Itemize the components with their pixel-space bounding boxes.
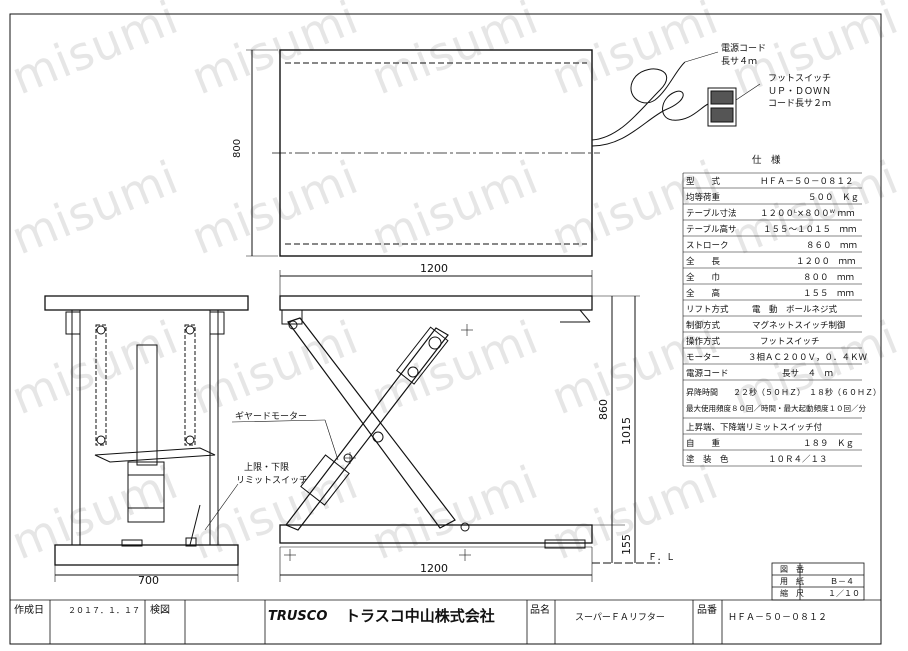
spec-note: 上昇端、下降端リミットスイッチ付 [686, 422, 823, 433]
watermark: misumi [184, 150, 366, 265]
foot-switch-label: フットスイッチ [768, 73, 831, 84]
dim-height: 1015 [620, 417, 633, 445]
watermark: misumi [544, 0, 726, 105]
up-down-label: ＵＰ・ＤＯＷＮ [768, 87, 831, 97]
spec-label: リフト方式 [686, 304, 729, 315]
part-label: 品番 [697, 604, 717, 616]
spec-title: 仕 様 [752, 154, 781, 166]
scale-value: １／１０ [828, 589, 860, 598]
watermark: misumi [364, 150, 546, 265]
cord-label: 電源コード [721, 43, 766, 54]
spec-label: テーブル高サ [686, 224, 737, 235]
company-name: トラスコ中山株式会社 [345, 607, 495, 625]
watermark: misumi [4, 310, 186, 425]
spec-note: 最大使用頻度８０回／時間・最大起動頻度１０回／分 [686, 403, 866, 413]
switch-cord-label: コード長サ２ｍ [768, 98, 831, 109]
dim-stroke: 860 [597, 399, 610, 420]
side-view [279, 270, 660, 582]
paper-label: 用 紙 [780, 576, 804, 586]
spec-value: １０Ｒ４／１３ [768, 455, 828, 465]
spec-label: 電源コード [686, 369, 729, 379]
part-number: ＨＦＡ－５０－０８１２ [728, 613, 827, 623]
spec-value: ５００ Ｋｇ [808, 193, 859, 203]
geared-motor-label: ギヤードモーター [235, 411, 307, 422]
spec-value: ２２秒（５０ＨＺ） １８秒（６０ＨＺ） [733, 387, 881, 397]
watermark: misumi [4, 455, 186, 570]
spec-label: 制御方式 [686, 320, 721, 331]
date-label: 作成日 [14, 604, 44, 616]
dim-width-bottom: 1200 [420, 562, 448, 575]
watermark: misumi [364, 0, 546, 105]
spec-value: ８００ ｍｍ [803, 273, 854, 283]
top-view [246, 49, 761, 257]
dim-width-top: 1200 [420, 262, 448, 275]
check-label: 検図 [150, 603, 170, 616]
product-name: スーパーＦＡリフター [575, 612, 665, 623]
spec-label: 自 重 [686, 438, 721, 449]
dim-front-width: 700 [138, 574, 159, 587]
spec-value: 長サ ４ ｍ [782, 369, 833, 379]
spec-label: 均等荷重 [686, 192, 721, 203]
drawing-no-label: 図 番 [780, 564, 804, 574]
spec-label: 昇降時間 [686, 387, 718, 397]
paper-value: Ｂ－４ [830, 577, 854, 586]
spec-value: マグネットスイッチ制御 [752, 320, 846, 331]
watermark: misumi [364, 310, 546, 425]
spec-value: １２００ᴸ×８００ᵂ ｍｍ [760, 209, 855, 219]
spec-label: 全 高 [686, 288, 720, 299]
date-value: ２０１７．１．１７ [68, 606, 140, 615]
spec-label: 全 巾 [686, 272, 720, 283]
spec-value: １２００ ｍｍ [796, 257, 856, 267]
front-view [44, 295, 339, 582]
spec-value: １５５ ｍｍ [803, 289, 854, 299]
spec-label: ストローク [686, 241, 729, 251]
dim-low: 155 [620, 534, 633, 555]
watermark: misumi [4, 150, 186, 265]
spec-value: １８９ Ｋｇ [803, 439, 854, 449]
spec-value: 電 動 ボールネジ式 [752, 304, 838, 315]
spec-value: ８６０ ｍｍ [806, 241, 857, 251]
spec-label: 塗 装 色 [686, 454, 729, 465]
product-label: 品名 [530, 603, 550, 616]
spec-table-lines [682, 172, 862, 467]
title-block-lines [10, 562, 881, 644]
sheet-border [9, 13, 882, 645]
spec-value: フットスイッチ [760, 337, 820, 347]
watermark: misumi [364, 455, 546, 570]
spec-value: １５５～１０１５ ｍｍ [763, 225, 857, 235]
limit-label: 上限・下限 [244, 462, 289, 473]
cord-length-label: 長サ４ｍ [721, 56, 757, 67]
floor-label: Ｆ．Ｌ [648, 553, 675, 563]
spec-rows: 型 式 ＨＦＡ－５０－０８１２ 均等荷重 ５００ Ｋｇ テーブル寸法 １２００ᴸ… [686, 176, 881, 465]
scale-label: 縮 尺 [780, 588, 804, 598]
spec-label: 型 式 [686, 176, 721, 187]
spec-label: 操作方式 [686, 336, 721, 347]
spec-value: ＨＦＡ－５０－０８１２ [760, 177, 854, 187]
watermark: misumi [4, 0, 186, 105]
limit-switch-label: リミットスイッチ [236, 475, 308, 486]
watermark: misumi [184, 0, 366, 105]
spec-value: ３相ＡＣ２００Ｖ，０．４ＫＷ [748, 352, 868, 363]
spec-label: テーブル寸法 [686, 208, 737, 219]
spec-label: 全 長 [686, 256, 721, 267]
trusco-logo: TRUSCO [268, 609, 327, 624]
dim-depth-800: 800 [232, 139, 243, 158]
watermark-layer: misumi misumi misumi misumi misumi misum… [4, 0, 906, 570]
spec-label: モーター [686, 353, 720, 363]
